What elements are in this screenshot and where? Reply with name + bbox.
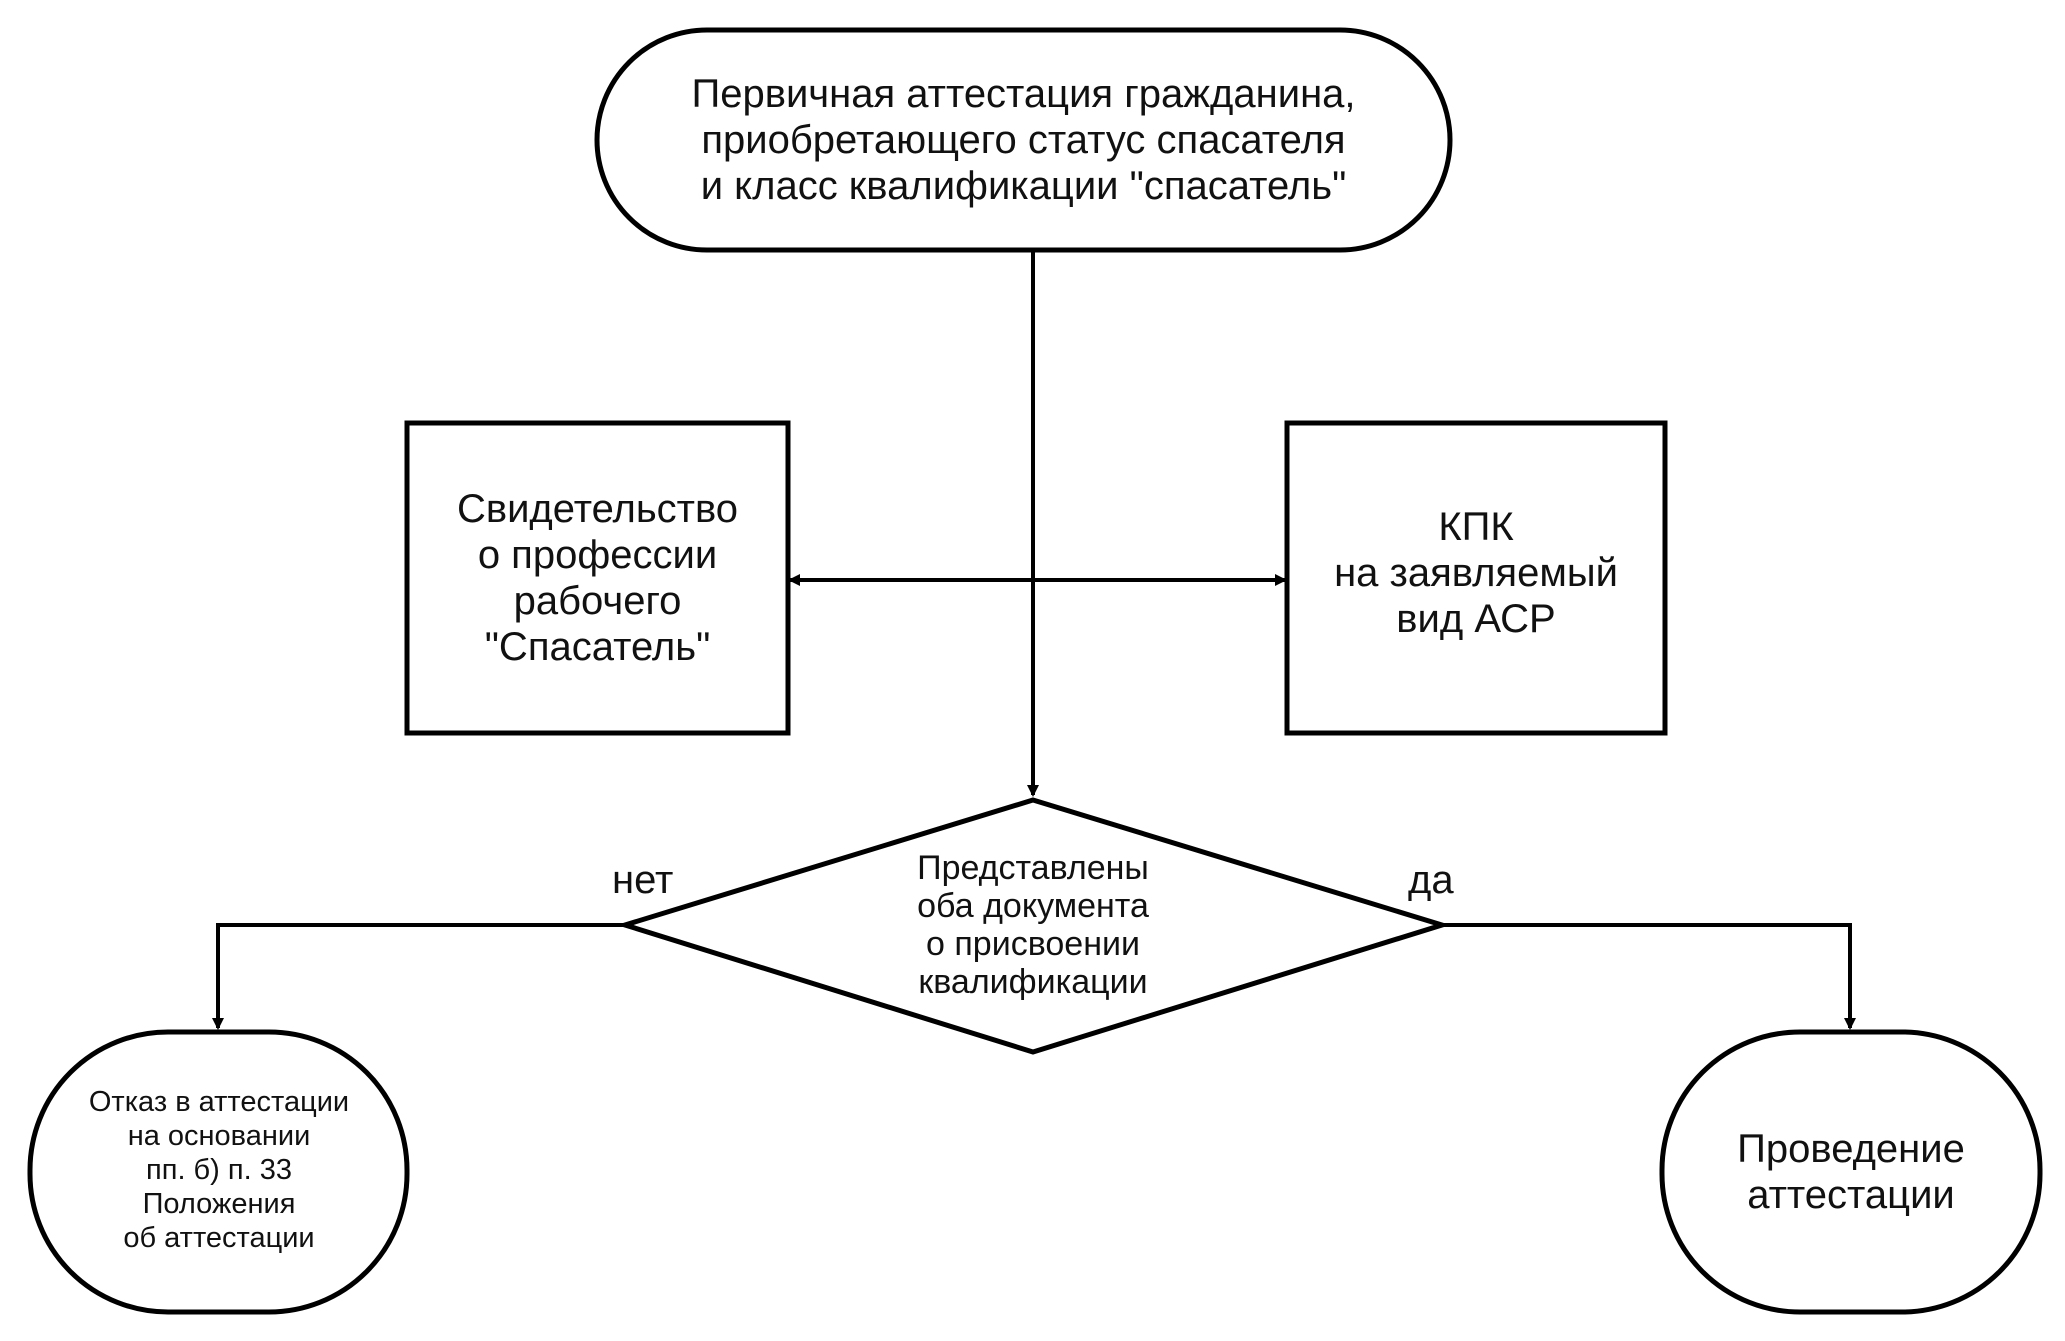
- end-no-line-5: об аттестации: [123, 1222, 315, 1254]
- end-no-text: Отказ в аттестации на основании пп. б) п…: [38, 1050, 400, 1290]
- start-line-2: приобретающего статус спасателя: [701, 118, 1346, 162]
- end-no-line-1: Отказ в аттестации: [88, 1086, 350, 1118]
- doc-left-text: Свидетельство о профессии рабочего "Спас…: [407, 423, 788, 733]
- decision-text: Представлены оба документа о присвоении …: [833, 825, 1233, 1025]
- connector-yes-branch: [1442, 923, 1856, 1030]
- doc-right-line-2: на заявляемый: [1334, 551, 1618, 595]
- decision-diamond: [616, 797, 1451, 1055]
- decision-line-1: Представлены: [917, 849, 1149, 887]
- start-terminator: [594, 27, 1453, 253]
- doc-left-line-4: "Спасатель": [484, 625, 711, 669]
- branch-no-label: нет: [612, 858, 674, 902]
- start-terminator-text: Первичная аттестация гражданина, приобре…: [597, 30, 1450, 250]
- decision-line-2: оба документа: [917, 887, 1149, 925]
- end-yes-terminator: [1659, 1029, 2043, 1315]
- doc-right-text: КПК на заявляемый вид АСР: [1287, 423, 1665, 723]
- doc-left-line-1: Свидетельство: [456, 487, 739, 531]
- decision-line-3: о присвоении: [926, 925, 1140, 963]
- start-line-3: и класс квалификации "спасатель": [700, 164, 1347, 208]
- end-yes-text: Проведение аттестации: [1662, 1032, 2040, 1312]
- doc-left-line-2: о профессии: [477, 533, 718, 577]
- doc-right-line-3: вид АСР: [1396, 597, 1556, 641]
- end-no-line-2: на основании: [127, 1120, 311, 1152]
- connector-no-branch: [212, 923, 625, 1030]
- doc-left-line-3: рабочего: [513, 579, 682, 623]
- end-no-line-4: Положения: [142, 1188, 296, 1220]
- doc-left-box: [404, 420, 791, 736]
- end-yes-line-2: аттестации: [1747, 1173, 1955, 1217]
- end-no-line-3: пп. б) п. 33: [146, 1154, 292, 1186]
- start-line-1: Первичная аттестация гражданина,: [691, 72, 1356, 116]
- end-no-terminator: [27, 1029, 410, 1315]
- decision-line-4: квалификации: [918, 963, 1148, 1001]
- doc-right-box: [1284, 420, 1668, 736]
- branch-yes-label: да: [1408, 858, 1454, 902]
- doc-right-line-1: КПК: [1438, 505, 1514, 549]
- end-yes-line-1: Проведение: [1737, 1127, 1965, 1171]
